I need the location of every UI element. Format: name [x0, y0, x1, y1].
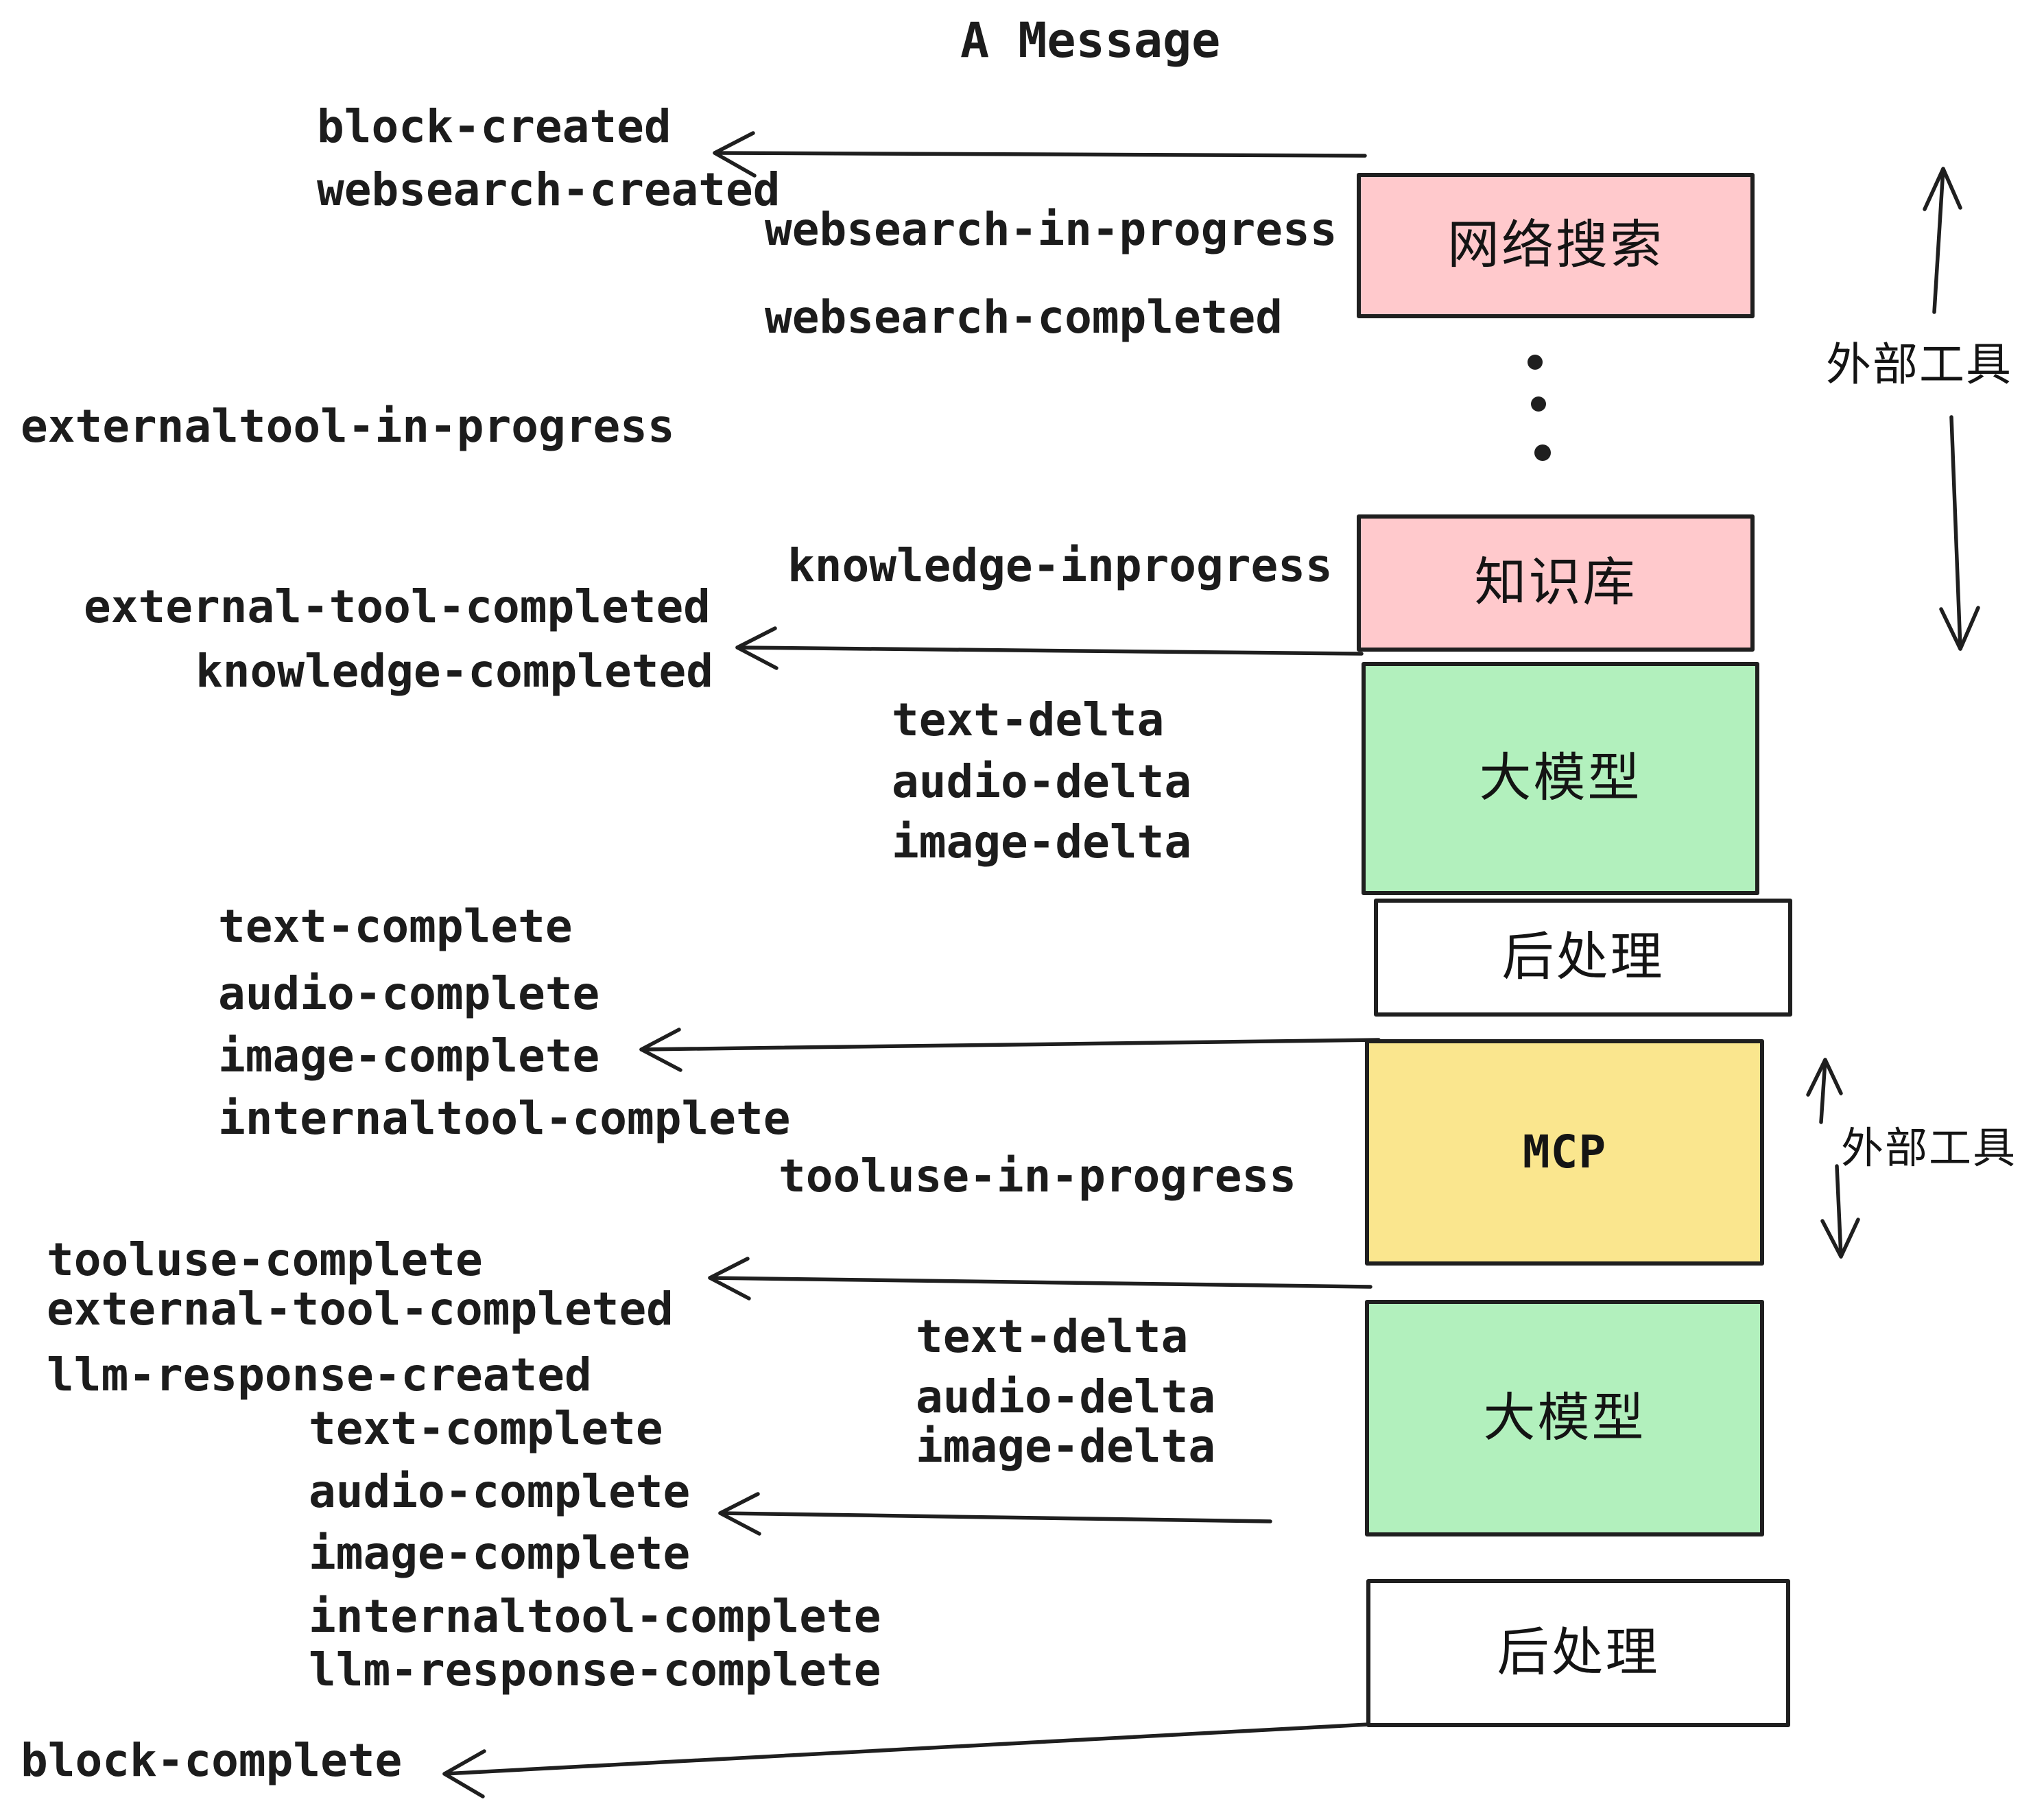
event-externaltool-in-progress: externaltool-in-progress [21, 400, 675, 453]
event-image-delta-2: image-delta [916, 1420, 1216, 1473]
flow-box-postprocess-1-label: 后处理 [1501, 928, 1665, 986]
arrow-block-created [713, 131, 1367, 178]
event-block-created: block-created [317, 100, 672, 153]
flow-box-websearch-label: 网络搜索 [1447, 216, 1664, 274]
flow-box-llm-1-label: 大模型 [1479, 749, 1642, 807]
flow-box-postprocess-2: 后处理 [1366, 1579, 1790, 1727]
flow-box-postprocess-2-label: 后处理 [1497, 1624, 1660, 1682]
flow-box-postprocess-1: 后处理 [1374, 899, 1792, 1017]
event-llm-response-created: llm-response-created [47, 1349, 592, 1401]
event-internaltool-complete-2: internaltool-complete [309, 1590, 881, 1643]
arrow-tooluse-complete [708, 1257, 1372, 1301]
arrow-block-complete [442, 1722, 1370, 1799]
arrow-knowledge-completed [735, 626, 1364, 670]
event-text-complete-2: text-complete [309, 1402, 663, 1455]
event-websearch-completed: websearch-completed [765, 291, 1283, 344]
flow-box-llm-1: 大模型 [1362, 662, 1759, 895]
flow-box-llm-2: 大模型 [1365, 1300, 1764, 1536]
external-tools-arrow-mcp [1806, 1058, 1860, 1259]
arrow-audio-complete [718, 1492, 1272, 1536]
flow-box-llm-2-label: 大模型 [1483, 1388, 1646, 1447]
event-llm-response-complete: llm-response-complete [309, 1643, 881, 1696]
event-audio-complete-1: audio-complete [218, 967, 600, 1020]
event-internaltool-complete-1: internaltool-complete [218, 1092, 791, 1145]
event-audio-delta-2: audio-delta [916, 1370, 1216, 1423]
event-tooluse-complete: tooluse-complete [47, 1233, 483, 1286]
external-tools-arrow-top [1923, 167, 1980, 651]
external-tools-label-top: 外部工具 [1826, 339, 2012, 390]
flow-box-knowledge: 知识库 [1357, 514, 1755, 652]
flow-box-mcp: MCP [1365, 1039, 1764, 1266]
event-image-delta-1: image-delta [892, 816, 1192, 868]
event-image-complete-1: image-complete [218, 1030, 600, 1082]
ellipsis-dots [1528, 355, 1551, 461]
flow-box-knowledge-label: 知识库 [1474, 554, 1637, 612]
event-tooluse-in-progress: tooluse-in-progress [779, 1150, 1296, 1202]
event-external-tool-completed-1: external-tool-completed [84, 580, 711, 633]
event-websearch-in-progress: websearch-in-progress [765, 203, 1338, 256]
event-audio-complete-2: audio-complete [309, 1465, 691, 1518]
event-image-complete-2: image-complete [309, 1527, 691, 1580]
event-external-tool-completed-2: external-tool-completed [47, 1283, 674, 1336]
diagram-title: A Message [960, 12, 1221, 69]
flow-box-mcp-label: MCP [1522, 1126, 1607, 1178]
event-text-delta-2: text-delta [916, 1310, 1189, 1363]
event-websearch-created: websearch-created [317, 163, 781, 216]
event-text-complete-1: text-complete [218, 900, 573, 953]
external-tools-label-mcp: 外部工具 [1841, 1125, 2017, 1172]
event-knowledge-completed: knowledge-completed [195, 645, 713, 698]
event-knowledge-inprogress: knowledge-inprogress [787, 539, 1333, 592]
flow-box-websearch: 网络搜索 [1357, 173, 1755, 318]
event-text-delta-1: text-delta [892, 693, 1165, 746]
event-block-complete: block-complete [21, 1734, 403, 1787]
arrow-image-complete [639, 1028, 1381, 1072]
event-audio-delta-1: audio-delta [892, 755, 1192, 808]
